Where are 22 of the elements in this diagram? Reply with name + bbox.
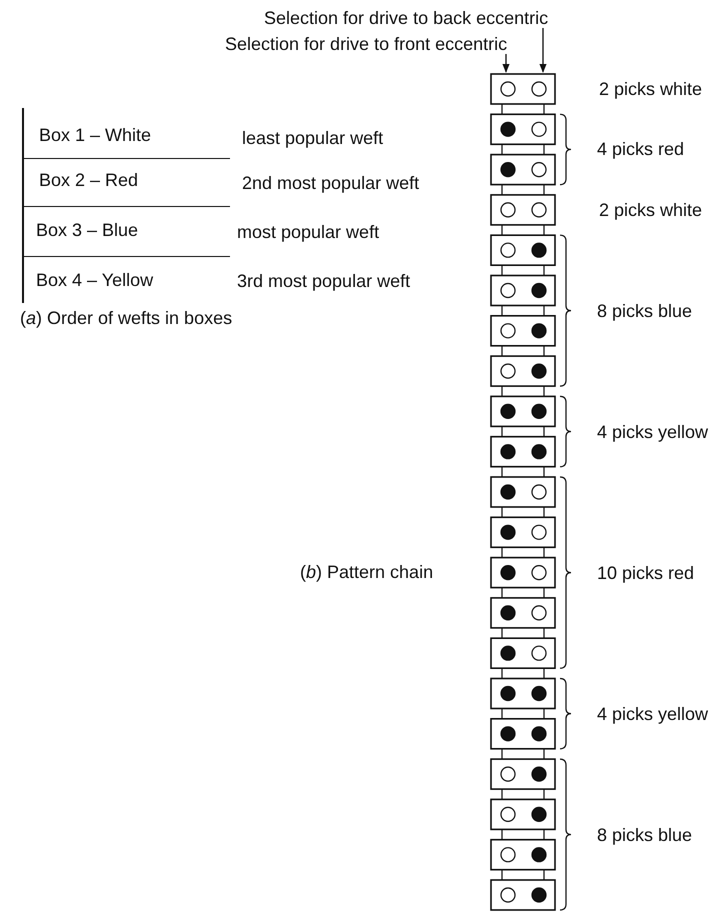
pick-count-label: 4 picks yellow — [597, 704, 708, 724]
weft-assignment-label: Box 4 – Yellow — [36, 270, 154, 290]
figure-caption: (b) Pattern chain — [300, 562, 434, 582]
weft-assignment-label: Box 2 – Red — [39, 170, 138, 190]
selection-label: Selection for drive to front eccentric — [225, 34, 508, 54]
pick-count-label: 8 picks blue — [597, 824, 692, 845]
figure-caption: (a) Order of wefts in boxes — [20, 308, 232, 328]
leader-line — [502, 54, 510, 73]
leader-line — [539, 28, 547, 73]
pick-count-label: 10 picks red — [597, 562, 694, 583]
pick-count-label: 4 picks yellow — [597, 422, 708, 442]
pick-count-label: 8 picks blue — [597, 300, 692, 321]
pick-count-label: 2 picks white — [599, 200, 702, 220]
weft-assignment-label: Box 1 – White — [39, 125, 152, 145]
pick-count-label: 4 picks red — [597, 139, 684, 160]
popularity-note: 3rd most popular weft — [237, 271, 410, 291]
pick-count-label: 2 picks white — [599, 79, 702, 99]
weft-assignment-label: Box 3 – Blue — [36, 220, 138, 240]
popularity-note: 2nd most popular weft — [242, 173, 420, 193]
selection-label: Selection for drive to back eccentric — [264, 8, 548, 28]
popularity-note: most popular weft — [237, 222, 380, 242]
popularity-note: least popular weft — [242, 128, 384, 148]
